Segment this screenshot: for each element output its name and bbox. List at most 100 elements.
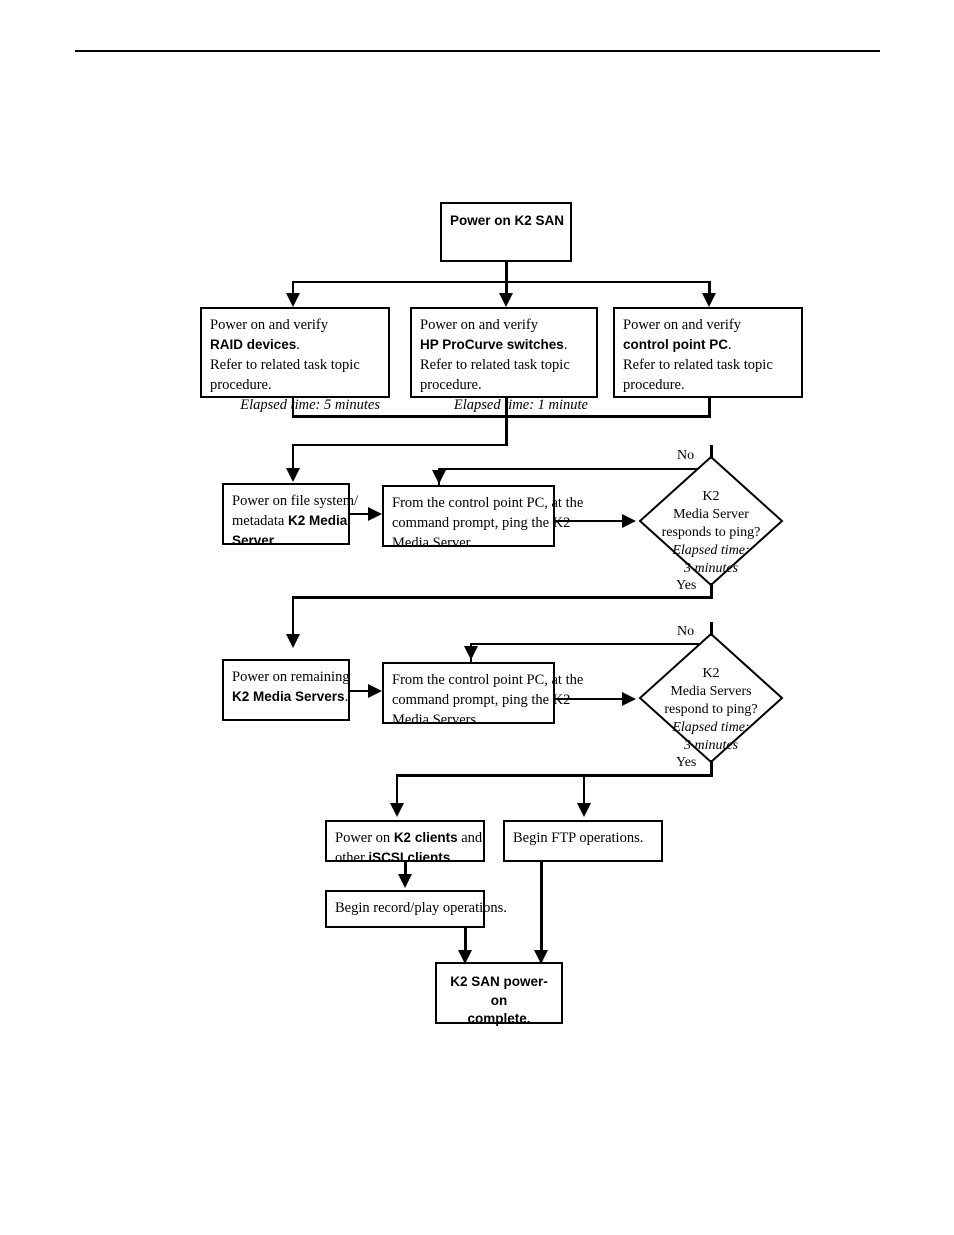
raid-line-4: procedure. <box>210 377 272 393</box>
switches-line-4: procedure. <box>420 377 482 393</box>
controlpoint-line-1: Power on and verify <box>623 317 741 333</box>
decision-one-line-3: responds to ping? <box>661 524 761 540</box>
decision-two-elapsed-label: Elapsed time: <box>672 719 750 735</box>
switches-bold-term: HP ProCurve switches <box>420 337 564 352</box>
decision-k2-media-servers-respond[interactable]: K2 Media Servers respond to ping? Elapse… <box>638 632 784 764</box>
node-raid-devices[interactable]: Power on and verify RAID devices. Refer … <box>200 307 390 413</box>
node-power-on-k2-san[interactable]: Power on K2 SAN <box>440 202 572 262</box>
decision-one-elapsed-value: 3 minutes <box>683 560 739 576</box>
node-control-point-pc[interactable]: Power on and verify control point PC. Re… <box>613 307 803 398</box>
powerclients-bold-term-1: K2 clients <box>393 830 458 845</box>
edge-decisiontwo-yes-down <box>710 760 713 776</box>
raid-elapsed-time: Elapsed time: 5 minutes <box>240 397 380 413</box>
edge-yes-one-down <box>292 596 294 640</box>
decision-two-line-3: respond to ping? <box>664 701 758 717</box>
node-ping-k2-media-server[interactable]: From the control point PC, at the comman… <box>382 485 584 551</box>
arrowhead-power-remaining <box>286 634 300 648</box>
header-rule <box>75 50 880 52</box>
edge-split-bar-row3 <box>292 444 508 446</box>
decision-one-line-1: K2 <box>702 489 720 504</box>
node-power-on-k2-clients[interactable]: Power on K2 clients and other iSCSI clie… <box>325 820 485 866</box>
powerclients-line-2-post: . <box>450 850 454 866</box>
node-begin-ftp-operations[interactable]: Begin FTP operations. <box>503 820 663 862</box>
edge-yes-two-down-ftp <box>583 774 585 808</box>
switches-line-3: Refer to related task topic <box>420 357 570 373</box>
powerremaining-line-2: K2 Media Servers. <box>232 687 348 707</box>
decision-two-text: K2 Media Servers respond to ping? Elapse… <box>638 665 784 755</box>
arrowhead-ftp <box>577 803 591 817</box>
powerfsm-bold-term-2: Server <box>232 533 275 548</box>
edge-recordplay-down <box>464 928 467 956</box>
node-hp-procurve-switches[interactable]: Power on and verify HP ProCurve switches… <box>410 307 598 413</box>
powerclients-line-1-pre: Power on <box>335 830 394 846</box>
edge-decisionone-yes-down <box>710 583 713 598</box>
edge-decisionone-no-up <box>710 445 713 459</box>
controlpoint-bold-term: control point PC <box>623 337 728 352</box>
complete-line-1: K2 SAN power-on <box>450 974 548 1008</box>
ftp-line-1: Begin FTP operations. <box>513 830 644 846</box>
node-ping-k2-media-servers[interactable]: From the control point PC, at the comman… <box>382 662 583 728</box>
edge-drop-switches <box>505 281 508 297</box>
edge-no-loop-2-horizontal <box>470 643 711 645</box>
controlpoint-line-2: control point PC. <box>623 335 793 355</box>
switches-line-2: HP ProCurve switches. <box>420 335 588 355</box>
recordplay-line-1: Begin record/play operations. <box>335 900 507 916</box>
edge-no-loop-1-horizontal <box>438 468 711 470</box>
edge-clients-to-recordplay <box>404 862 407 878</box>
edge-merge-bar-row2 <box>292 415 711 418</box>
pingmany-line-2: command prompt, ping the K2 <box>392 692 571 708</box>
raid-bold-term: RAID devices <box>210 337 297 352</box>
arrowhead-pingone-left <box>368 507 382 521</box>
edge-raid-down <box>292 398 294 417</box>
edge-pingmany-to-decisiontwo <box>555 698 623 700</box>
arrowhead-record-play <box>398 874 412 888</box>
powerclients-bold-term-2: iSCSI clients <box>368 850 451 865</box>
node-power-on-file-system-metadata-server[interactable]: Power on file system/ metadata K2 Media … <box>222 483 359 549</box>
node-power-on-remaining-servers[interactable]: Power on remaining K2 Media Servers. <box>222 659 350 721</box>
complete-line-2: complete. <box>467 1011 531 1027</box>
edge-fork-bar-row2 <box>292 281 710 283</box>
edge-to-power-fsm <box>292 444 294 476</box>
decision-one-line-2: Media Server <box>673 506 749 522</box>
powerfsm-line-1: Power on file system/ <box>232 493 359 509</box>
arrowhead-power-clients <box>390 803 404 817</box>
pingmany-line-3: Media Servers. <box>392 712 480 728</box>
powerclients-line-2-pre: other <box>335 850 369 866</box>
node-begin-record-play-operations[interactable]: Begin record/play operations. <box>325 890 507 928</box>
decision-two-line-2: Media Servers <box>670 683 752 699</box>
powerremaining-line-1: Power on remaining <box>232 669 350 685</box>
decision-two-line-1: K2 <box>702 666 720 681</box>
node-power-on-k2-san-label: Power on K2 SAN <box>450 213 565 228</box>
edge-powerfsm-to-pingone <box>350 513 374 515</box>
node-k2-san-power-on-complete[interactable]: K2 SAN power-on complete. <box>435 962 563 1026</box>
decision-one-text: K2 Media Server responds to ping? Elapse… <box>638 488 784 578</box>
decision-k2-media-server-responds[interactable]: K2 Media Server responds to ping? Elapse… <box>638 455 784 587</box>
arrowhead-decisiontwo <box>622 692 636 706</box>
arrowhead-ping-many <box>464 646 478 660</box>
powerremaining-line-2-tail: . <box>344 689 349 705</box>
raid-line-1: Power on and verify <box>210 317 328 333</box>
powerclients-line-1: Power on K2 clients and <box>335 828 482 848</box>
controlpoint-line-4: procedure. <box>623 377 685 393</box>
edge-yes-two-down-clients <box>396 774 398 808</box>
arrowhead-complete-left <box>458 950 472 964</box>
powerfsm-line-2-pre: metadata <box>232 513 288 529</box>
switches-elapsed-time: Elapsed time: 1 minute <box>453 397 588 413</box>
decision-two-elapsed-value: 3 minutes <box>683 737 739 753</box>
pingone-line-3: Media Server. <box>392 535 474 551</box>
arrowhead-controlpoint <box>702 293 716 307</box>
arrowhead-power-fsm <box>286 468 300 482</box>
edge-start-trunk <box>505 262 508 283</box>
edge-drop-controlpoint <box>708 281 711 297</box>
controlpoint-line-3: Refer to related task topic <box>623 357 773 373</box>
label-no-decision-two: No <box>675 624 697 640</box>
pingone-line-1: From the control point PC, at the <box>392 495 584 511</box>
powerclients-line-2: other iSCSI clients. <box>335 848 475 868</box>
edge-controlpoint-down <box>708 398 711 417</box>
switches-line-2-tail: . <box>563 337 568 353</box>
raid-line-2-tail: . <box>296 337 300 353</box>
edge-merge-trunk <box>505 415 508 446</box>
powerfsm-bold-term-1: K2 Media <box>287 513 348 528</box>
arrowhead-complete-right <box>534 950 548 964</box>
